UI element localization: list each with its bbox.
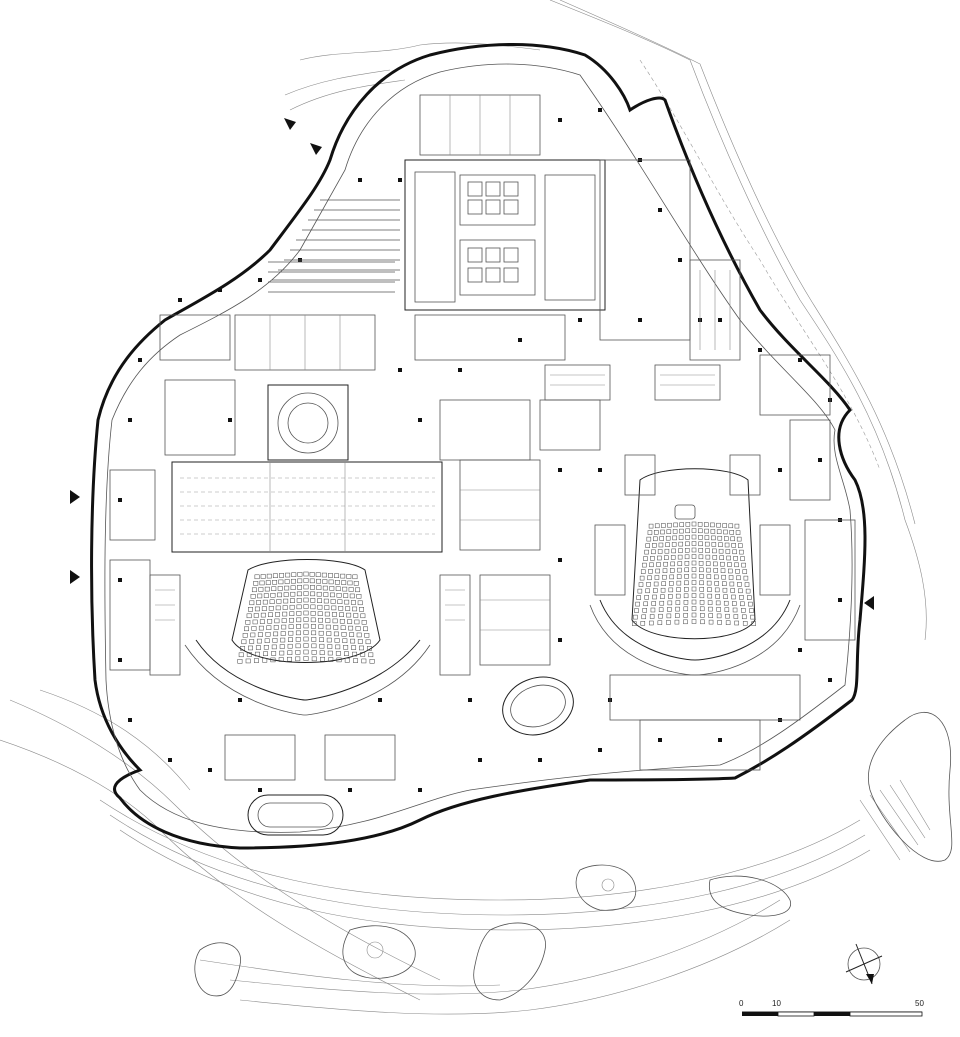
- north-wing: [268, 94, 606, 311]
- main-theatre: [149, 384, 471, 836]
- oval-lobby: [502, 676, 574, 736]
- entry-triangle-icon: [284, 118, 296, 130]
- landscape-islands: [194, 711, 953, 1001]
- scale-label-50: 50: [915, 999, 924, 1008]
- slab-edge: [104, 63, 853, 833]
- entry-triangle-icon: [70, 570, 80, 584]
- elevator-bank-north: [467, 181, 519, 283]
- landscape-contours: [0, 0, 931, 1015]
- entry-triangle-icon: [70, 490, 80, 504]
- building-outline: [90, 43, 867, 850]
- scale-label-0: 0: [739, 999, 744, 1008]
- rehearsal-room: [247, 794, 344, 836]
- structural-columns: [118, 108, 842, 792]
- concert-hall: [589, 454, 801, 676]
- entry-markers: [70, 118, 874, 610]
- scale-bar: 0 10 50: [739, 999, 924, 1017]
- entry-triangle-icon: [864, 596, 874, 610]
- concert-hall-seating: [632, 521, 756, 626]
- main-auditorium-seating: [237, 571, 375, 664]
- library-shelving: [268, 199, 400, 293]
- west-wing: [109, 314, 376, 671]
- scale-label-10: 10: [772, 999, 781, 1008]
- north-arrow-icon: [845, 943, 883, 985]
- entry-triangle-icon: [310, 143, 322, 155]
- central-zone: [414, 314, 801, 771]
